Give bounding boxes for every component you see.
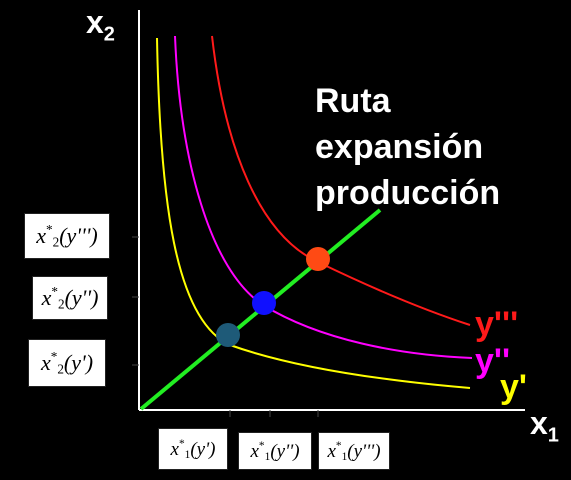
x2-label-y2: x*2(y'') (32, 276, 108, 320)
x1-label-y2: x*1(y'') (238, 432, 312, 470)
curve-label-y2: y'' (475, 342, 511, 380)
title-line-1: Ruta (315, 82, 391, 120)
y-axis-label: x2 (86, 4, 115, 46)
title-line-3: producción (315, 174, 501, 212)
point-optimal-y1 (216, 323, 240, 347)
curve-label-y3: y''' (475, 305, 519, 343)
point-optimal-y3 (306, 247, 330, 271)
x2-label-y1: x*2(y') (28, 339, 106, 387)
title-line-2: expansión (315, 128, 484, 166)
x2-label-y3: x*2(y''') (24, 213, 110, 259)
x1-label-y1: x*1(y') (158, 428, 228, 470)
x1-label-y3: x*1(y''') (318, 432, 390, 470)
x-axis-label: x1 (530, 405, 559, 447)
point-optimal-y2 (252, 291, 276, 315)
curve-label-y1: y' (500, 368, 527, 406)
expansion-path-title: Ruta expansión producción (315, 78, 500, 216)
